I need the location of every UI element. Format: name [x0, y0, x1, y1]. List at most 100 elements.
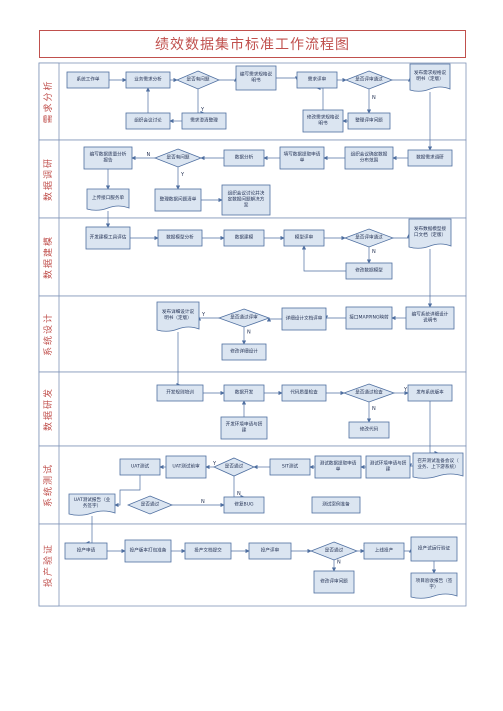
node-label-ts-uat-plan: UAT测试前审 [172, 463, 200, 470]
node-label-sv-apply: 填写数据提取申请单 [284, 151, 321, 164]
node-label-ds-q: 是否通过评审 [230, 314, 258, 321]
node-req-modify: 修改需求规格说明书 [302, 109, 344, 133]
lane-label-req: 需求分析 [42, 79, 54, 123]
node-md-build: 数据建模 [223, 229, 265, 247]
node-label-ts-env: 测试环境申请与搭建 [370, 460, 407, 473]
node-label-ts-q1: 是否通过 [225, 463, 244, 470]
node-req-issues: 整理评审问题 [347, 112, 391, 130]
node-dp-final: 项目验收报告（签字） [410, 572, 458, 599]
node-label-ds-mapping: 接口MAPPING映射 [349, 314, 389, 321]
node-label-dv-apply: 开发环境申请与搭建 [226, 421, 263, 434]
edge-label-p7: N [337, 560, 341, 566]
node-req-q2: 是否评审通过 [344, 70, 394, 90]
node-dv-check: 代码质量检查 [281, 384, 327, 402]
node-md-tool: 开发建模工具评估 [85, 226, 131, 250]
edge-label-t5: Y [212, 461, 217, 467]
node-req-review: 需求评审 [296, 71, 338, 89]
edge-m7 [301, 245, 346, 272]
node-req-analysis: 业务需求分析 [125, 71, 171, 89]
node-label-dp-run: 投产试运行验证 [418, 545, 451, 552]
node-ts-report: UAT测试报告（业务签字） [68, 493, 116, 516]
node-ds-modify: 修改详细设计 [221, 343, 267, 361]
node-dp-doc: 投产文档提交 [184, 542, 232, 560]
node-label-dp-online: 上线投产 [375, 547, 394, 554]
node-label-ds-modify: 修改详细设计 [230, 348, 258, 355]
node-dv-release: 发布系统版本 [407, 384, 453, 402]
node-ds-publish: 发布详细设计说明书（定版） [156, 301, 200, 332]
node-label-req-review: 需求评审 [308, 76, 327, 83]
node-req-start: 系统工作单 [66, 71, 110, 89]
node-label-dp-final: 项目验收报告（签字） [416, 577, 453, 590]
node-label-dv-check: 代码质量检查 [290, 389, 318, 396]
node-sv-solution: 组织会议讨论并决定数据问题解决方案 [221, 184, 271, 216]
edge-label-m6: N [372, 249, 376, 255]
node-req-write: 编写需求规格说明书 [235, 65, 277, 91]
diagram-title: 绩效数据集市标准工作流程图 [155, 37, 350, 53]
node-label-md-review: 模型评审 [295, 234, 314, 241]
node-label-ts-report: UAT测试报告（业务签字） [74, 496, 111, 509]
node-label-req-meeting: 组织会议讨论 [134, 117, 162, 124]
edge-label-v5: N [372, 406, 376, 412]
node-label-ds-write: 编写系统详细设计说明书 [412, 311, 449, 324]
node-ts-cases: 测试案例准备 [311, 496, 361, 514]
node-md-review: 模型评审 [283, 229, 325, 247]
node-label-ts-meeting: 召开测试准备会议（业务、上下游系统） [417, 457, 459, 470]
node-label-req-write: 编写需求规格说明书 [240, 71, 273, 84]
edge-label-t7: N [237, 491, 241, 497]
node-label-req-issues: 整理评审问题 [355, 117, 383, 124]
lane-deploy [38, 523, 467, 607]
node-label-ts-cases: 测试案例准备 [322, 501, 350, 508]
node-ts-sit: SIT测试 [269, 458, 311, 476]
node-ts-env: 测试环境申请与搭建 [365, 455, 411, 479]
node-sv-upload: 上传接口服务单 [86, 188, 130, 211]
node-label-dp-apply: 投产申请 [77, 547, 96, 554]
node-dp-modify: 修改评审问题 [313, 570, 355, 594]
diagram-title-box: 绩效数据集市标准工作流程图 [39, 30, 466, 58]
edge-label-r7: Y [200, 107, 205, 113]
lane-label-survey: 数据调研 [42, 157, 54, 201]
node-label-ts-fix: 修复BUG [234, 501, 254, 508]
lane-design [38, 295, 467, 373]
node-label-dp-review: 投产评审 [261, 547, 280, 554]
node-sv-q: 是否有问题 [153, 148, 203, 168]
node-label-dv-env: 开发规则培训 [166, 389, 194, 396]
node-label-req-modify: 修改需求规格说明书 [307, 114, 340, 127]
edge-label-d5: N [247, 330, 251, 336]
node-label-dp-package: 投产版本打包准备 [130, 547, 167, 554]
node-label-sv-analysis: 数据分析 [235, 154, 254, 161]
node-label-md-q: 是否评审通过 [355, 234, 383, 241]
node-dp-review: 投产评审 [248, 542, 292, 560]
node-dp-online: 上线投产 [363, 542, 405, 560]
node-md-modify: 修改数据模型 [345, 262, 393, 280]
node-label-dv-modify: 修改代码 [360, 426, 379, 433]
node-ds-write: 编写系统详细设计说明书 [405, 306, 455, 330]
node-md-publish: 发布数据模型接口文档（定版） [408, 218, 452, 249]
node-label-dv-release: 发布系统版本 [416, 389, 444, 396]
node-label-req-q1: 是否有问题 [187, 76, 210, 83]
node-label-sv-solution: 组织会议讨论并决定数据问题解决方案 [228, 190, 265, 209]
edge-label-t9: N [201, 499, 205, 505]
node-label-ds-publish: 发布详细设计说明书（定版） [162, 308, 195, 321]
node-ts-data: 测试数据提取申请单 [314, 455, 362, 479]
lane-label-model: 数据建模 [42, 235, 54, 279]
node-label-dp-q: 是否通过 [325, 547, 344, 554]
node-label-md-publish: 发布数据模型接口文档（定版） [414, 225, 447, 238]
node-sv-report: 编写数据质量分析报告 [83, 146, 133, 170]
node-dv-modify: 修改代码 [348, 421, 390, 439]
node-ts-meeting: 召开测试准备会议（业务、上下游系统） [412, 452, 464, 479]
node-label-dv-q: 是否通过检查 [355, 389, 383, 396]
node-label-ts-q2: 是否通过 [141, 501, 160, 508]
lane-header-deploy [38, 523, 60, 607]
node-label-sv-confirm: 组织会议确定数据分布范围 [351, 151, 388, 164]
node-dp-q: 是否通过 [309, 541, 359, 561]
node-label-req-clarify: 需求澄清整理 [190, 117, 218, 124]
lane-label-deploy: 投产验证 [42, 543, 54, 587]
edge-label-s5: N [147, 152, 151, 158]
node-sv-confirm: 组织会议确定数据分布范围 [344, 146, 394, 170]
node-ts-uat-plan: UAT测试前审 [165, 455, 207, 479]
node-label-sv-research: 数据需求调研 [416, 154, 444, 161]
node-dv-dev: 数据开发 [223, 384, 265, 402]
lane-label-design: 系统设计 [42, 312, 54, 356]
node-label-ts-data: 测试数据提取申请单 [320, 460, 357, 473]
node-label-sv-adjust: 整理数据问题清单 [160, 196, 197, 203]
